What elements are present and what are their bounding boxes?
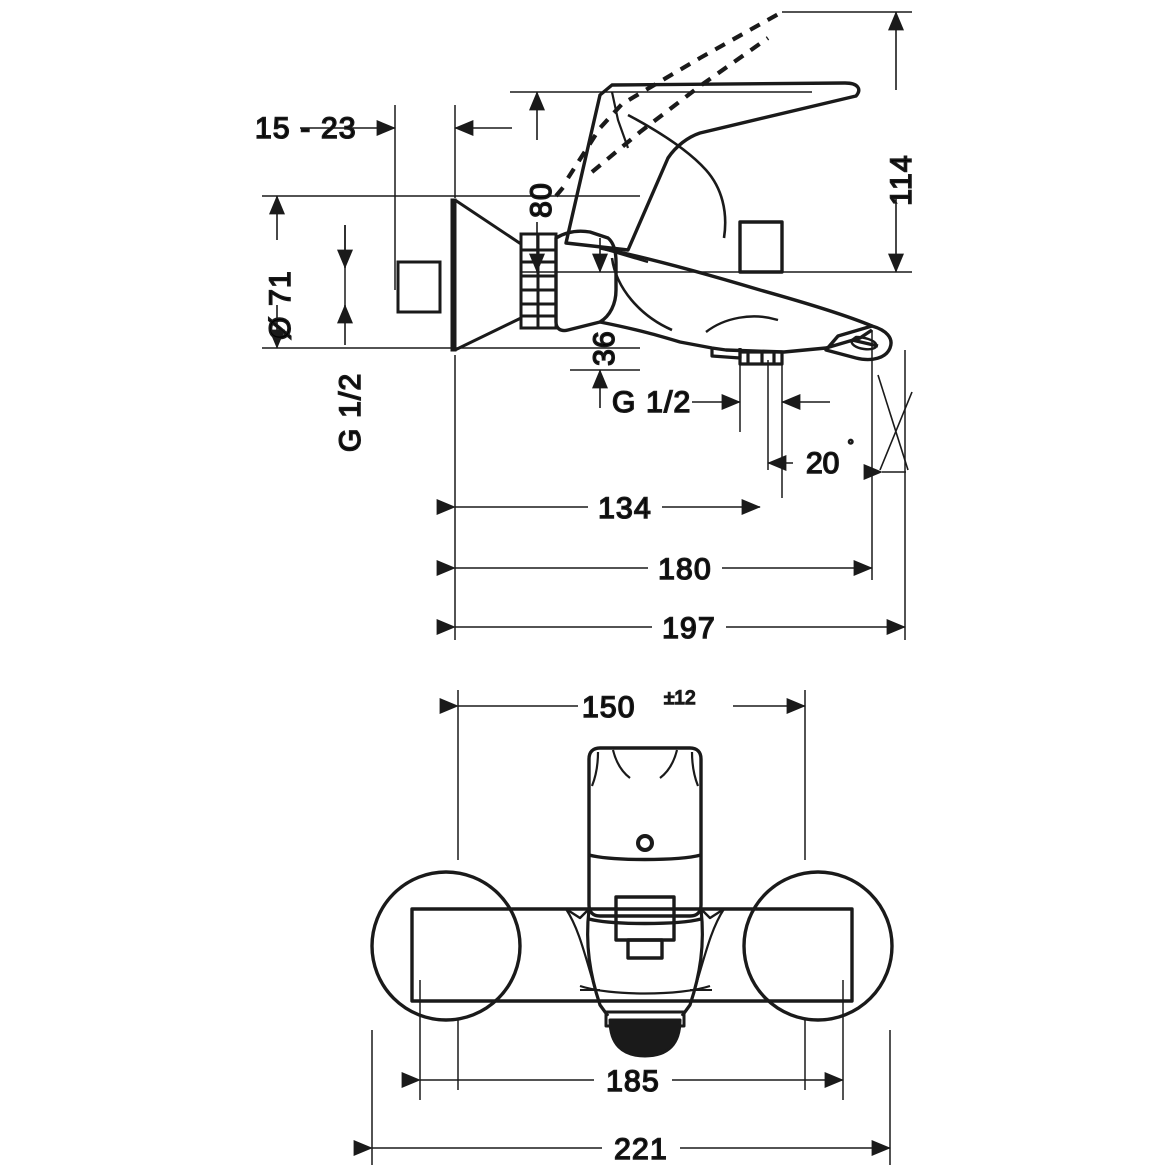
label-221: 221: [614, 1133, 668, 1166]
lever-open-position-dashed: [554, 10, 784, 198]
label-150: 150: [582, 691, 636, 724]
label-114: 114: [885, 154, 918, 205]
escutcheon-circle-right: [742, 870, 894, 1022]
label-180: 180: [658, 553, 712, 586]
label-80: 80: [525, 182, 558, 218]
label-15-23: 15 - 23: [255, 112, 357, 145]
outlet-aerator: [608, 1018, 682, 1058]
label-20-deg: 20: [806, 447, 839, 480]
dim-20-deg: [767, 374, 913, 480]
label-197: 197: [662, 612, 716, 645]
body-bar: [410, 907, 854, 1003]
degree-symbol-icon: ˚: [848, 439, 854, 460]
mixer-front-view: [370, 746, 894, 1058]
wall-union-assembly: [396, 198, 558, 352]
mixer-body-side-profile: [554, 81, 893, 366]
label-g-half-wall: G 1/2: [334, 373, 367, 452]
label-36: 36: [588, 330, 621, 366]
label-185: 185: [606, 1065, 660, 1098]
handle-housing: [587, 746, 703, 918]
label-g-half-outlet: G 1/2: [612, 386, 691, 419]
lever-stub: [614, 895, 676, 942]
label-diameter-71: Ø 71: [264, 270, 297, 340]
escutcheon-circle-left: [370, 870, 522, 1022]
label-134: 134: [598, 492, 652, 525]
label-150-tolerance: ±12: [664, 688, 696, 709]
indicator-dot: [636, 834, 654, 852]
